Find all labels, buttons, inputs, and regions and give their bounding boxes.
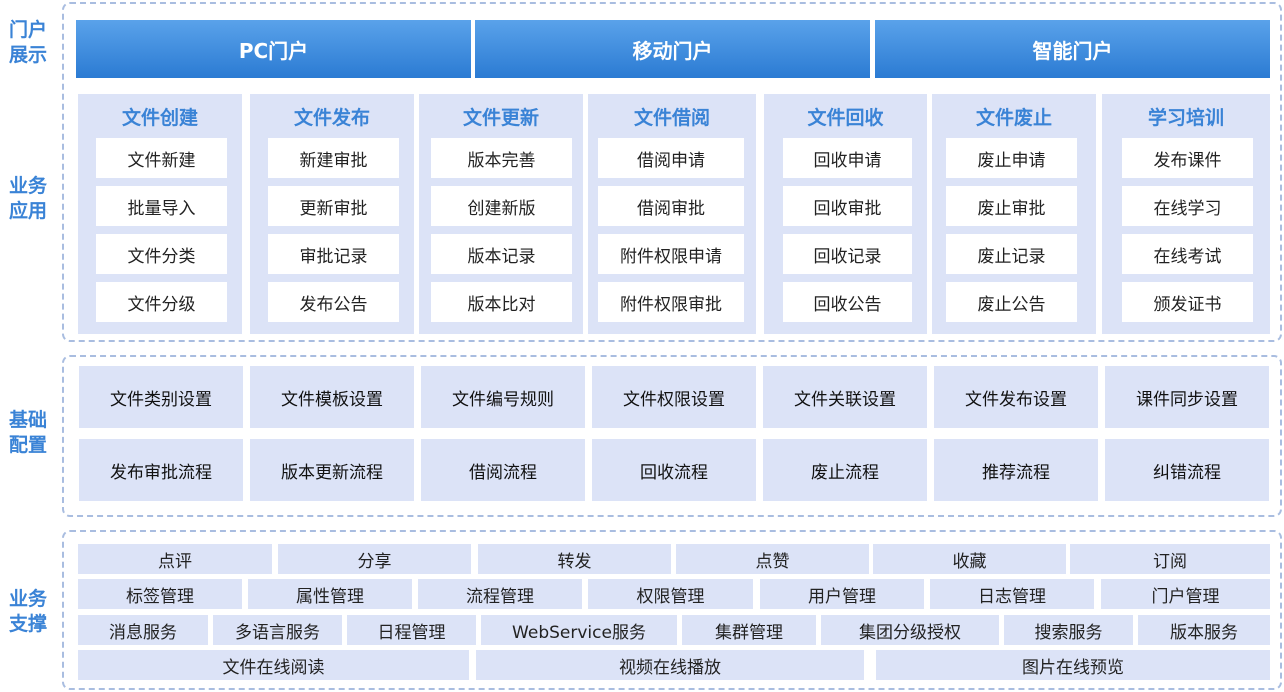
support-item: 消息服务 bbox=[78, 615, 208, 645]
column-title: 文件借阅 bbox=[633, 107, 710, 129]
support-item: 图片在线预览 bbox=[876, 650, 1270, 680]
support-item: 权限管理 bbox=[588, 579, 753, 609]
side-label-line: 支撑 bbox=[8, 613, 47, 635]
config-item: 文件模板设置 bbox=[250, 366, 414, 428]
side-label-line: 展示 bbox=[8, 44, 47, 66]
column-item: 在线学习 bbox=[1122, 186, 1253, 226]
support-item: 集群管理 bbox=[682, 615, 816, 645]
config-item: 文件权限设置 bbox=[592, 366, 756, 428]
config-panel: 文件类别设置 文件模板设置 文件编号规则 文件权限设置 文件关联设置 文件发布设… bbox=[62, 355, 1282, 517]
support-item: WebService服务 bbox=[481, 615, 677, 645]
column-item: 文件分级 bbox=[96, 282, 227, 322]
support-item: 日志管理 bbox=[930, 579, 1094, 609]
support-item: 集团分级授权 bbox=[821, 615, 999, 645]
support-item: 标签管理 bbox=[78, 579, 242, 609]
side-label-support: 业务 支撑 bbox=[0, 587, 56, 637]
business-column-training: 学习培训 发布课件 在线学习 在线考试 颁发证书 bbox=[1102, 94, 1270, 334]
business-column-abolish: 文件废止 废止申请 废止审批 废止记录 废止公告 bbox=[932, 94, 1096, 334]
column-item: 在线考试 bbox=[1122, 234, 1253, 274]
column-item: 回收记录 bbox=[783, 234, 912, 274]
side-label-line: 业务 bbox=[8, 588, 47, 610]
column-item: 废止公告 bbox=[946, 282, 1077, 322]
column-title: 文件更新 bbox=[462, 107, 539, 129]
config-item: 废止流程 bbox=[763, 439, 927, 501]
support-item: 分享 bbox=[278, 544, 471, 574]
side-label-line: 门户 bbox=[8, 19, 47, 41]
support-item: 转发 bbox=[478, 544, 671, 574]
column-item: 发布公告 bbox=[268, 282, 399, 322]
support-item: 文件在线阅读 bbox=[78, 650, 469, 680]
support-item: 流程管理 bbox=[418, 579, 582, 609]
support-item: 日程管理 bbox=[347, 615, 476, 645]
config-item: 文件发布设置 bbox=[934, 366, 1098, 428]
support-item: 用户管理 bbox=[760, 579, 924, 609]
support-item: 点赞 bbox=[676, 544, 869, 574]
support-item: 多语言服务 bbox=[213, 615, 342, 645]
side-label-line: 应用 bbox=[8, 200, 47, 222]
config-item: 借阅流程 bbox=[421, 439, 585, 501]
support-item: 点评 bbox=[78, 544, 272, 574]
column-item: 文件新建 bbox=[96, 138, 227, 178]
config-item: 推荐流程 bbox=[934, 439, 1098, 501]
column-item: 新建审批 bbox=[268, 138, 399, 178]
column-item: 文件分类 bbox=[96, 234, 227, 274]
column-item: 创建新版 bbox=[431, 186, 572, 226]
business-column-publish: 文件发布 新建审批 更新审批 审批记录 发布公告 bbox=[250, 94, 414, 334]
portal-smart: 智能门户 bbox=[875, 20, 1270, 78]
column-title: 学习培训 bbox=[1147, 107, 1224, 129]
side-label-portal: 门户 展示 bbox=[0, 18, 56, 68]
side-label-business: 业务 应用 bbox=[0, 174, 56, 224]
column-item: 颁发证书 bbox=[1122, 282, 1253, 322]
config-item: 版本更新流程 bbox=[250, 439, 414, 501]
business-column-recycle: 文件回收 回收申请 回收审批 回收记录 回收公告 bbox=[764, 94, 927, 334]
side-label-config: 基础 配置 bbox=[0, 408, 56, 458]
business-column-borrow: 文件借阅 借阅申请 借阅审批 附件权限申请 附件权限审批 bbox=[588, 94, 756, 334]
support-item: 订阅 bbox=[1070, 544, 1270, 574]
column-item: 版本记录 bbox=[431, 234, 572, 274]
config-item: 文件类别设置 bbox=[79, 366, 243, 428]
column-item: 回收公告 bbox=[783, 282, 912, 322]
column-item: 回收审批 bbox=[783, 186, 912, 226]
support-item: 收藏 bbox=[873, 544, 1066, 574]
column-title: 文件发布 bbox=[293, 107, 370, 129]
business-column-create: 文件创建 文件新建 批量导入 文件分类 文件分级 bbox=[78, 94, 242, 334]
support-item: 视频在线播放 bbox=[476, 650, 864, 680]
column-item: 借阅申请 bbox=[598, 138, 744, 178]
column-item: 附件权限审批 bbox=[598, 282, 744, 322]
support-item: 门户管理 bbox=[1101, 579, 1270, 609]
config-item: 纠错流程 bbox=[1105, 439, 1269, 501]
column-item: 废止审批 bbox=[946, 186, 1077, 226]
config-item: 回收流程 bbox=[592, 439, 756, 501]
support-item: 属性管理 bbox=[248, 579, 412, 609]
column-item: 版本比对 bbox=[431, 282, 572, 322]
side-label-line: 配置 bbox=[8, 434, 47, 456]
column-item: 借阅审批 bbox=[598, 186, 744, 226]
config-item: 文件编号规则 bbox=[421, 366, 585, 428]
config-item: 发布审批流程 bbox=[79, 439, 243, 501]
config-item: 文件关联设置 bbox=[763, 366, 927, 428]
column-item: 废止记录 bbox=[946, 234, 1077, 274]
portal-pc: PC门户 bbox=[76, 20, 471, 78]
side-label-line: 业务 bbox=[8, 175, 47, 197]
column-title: 文件回收 bbox=[807, 107, 884, 129]
business-column-update: 文件更新 版本完善 创建新版 版本记录 版本比对 bbox=[419, 94, 583, 334]
support-panel: 点评 分享 转发 点赞 收藏 订阅 标签管理 属性管理 流程管理 权限管理 用户… bbox=[62, 530, 1282, 690]
column-item: 附件权限申请 bbox=[598, 234, 744, 274]
config-item: 课件同步设置 bbox=[1105, 366, 1269, 428]
side-label-line: 基础 bbox=[8, 409, 47, 431]
column-item: 发布课件 bbox=[1122, 138, 1253, 178]
portal-mobile: 移动门户 bbox=[475, 20, 870, 78]
support-item: 版本服务 bbox=[1138, 615, 1270, 645]
column-item: 版本完善 bbox=[431, 138, 572, 178]
column-item: 更新审批 bbox=[268, 186, 399, 226]
column-title: 文件创建 bbox=[121, 107, 198, 129]
column-item: 回收申请 bbox=[783, 138, 912, 178]
column-title: 文件废止 bbox=[975, 107, 1052, 129]
column-item: 审批记录 bbox=[268, 234, 399, 274]
column-item: 批量导入 bbox=[96, 186, 227, 226]
column-item: 废止申请 bbox=[946, 138, 1077, 178]
support-item: 搜索服务 bbox=[1004, 615, 1133, 645]
portal-business-panel: PC门户 移动门户 智能门户 文件创建 文件新建 批量导入 文件分类 文件分级 … bbox=[62, 2, 1282, 342]
